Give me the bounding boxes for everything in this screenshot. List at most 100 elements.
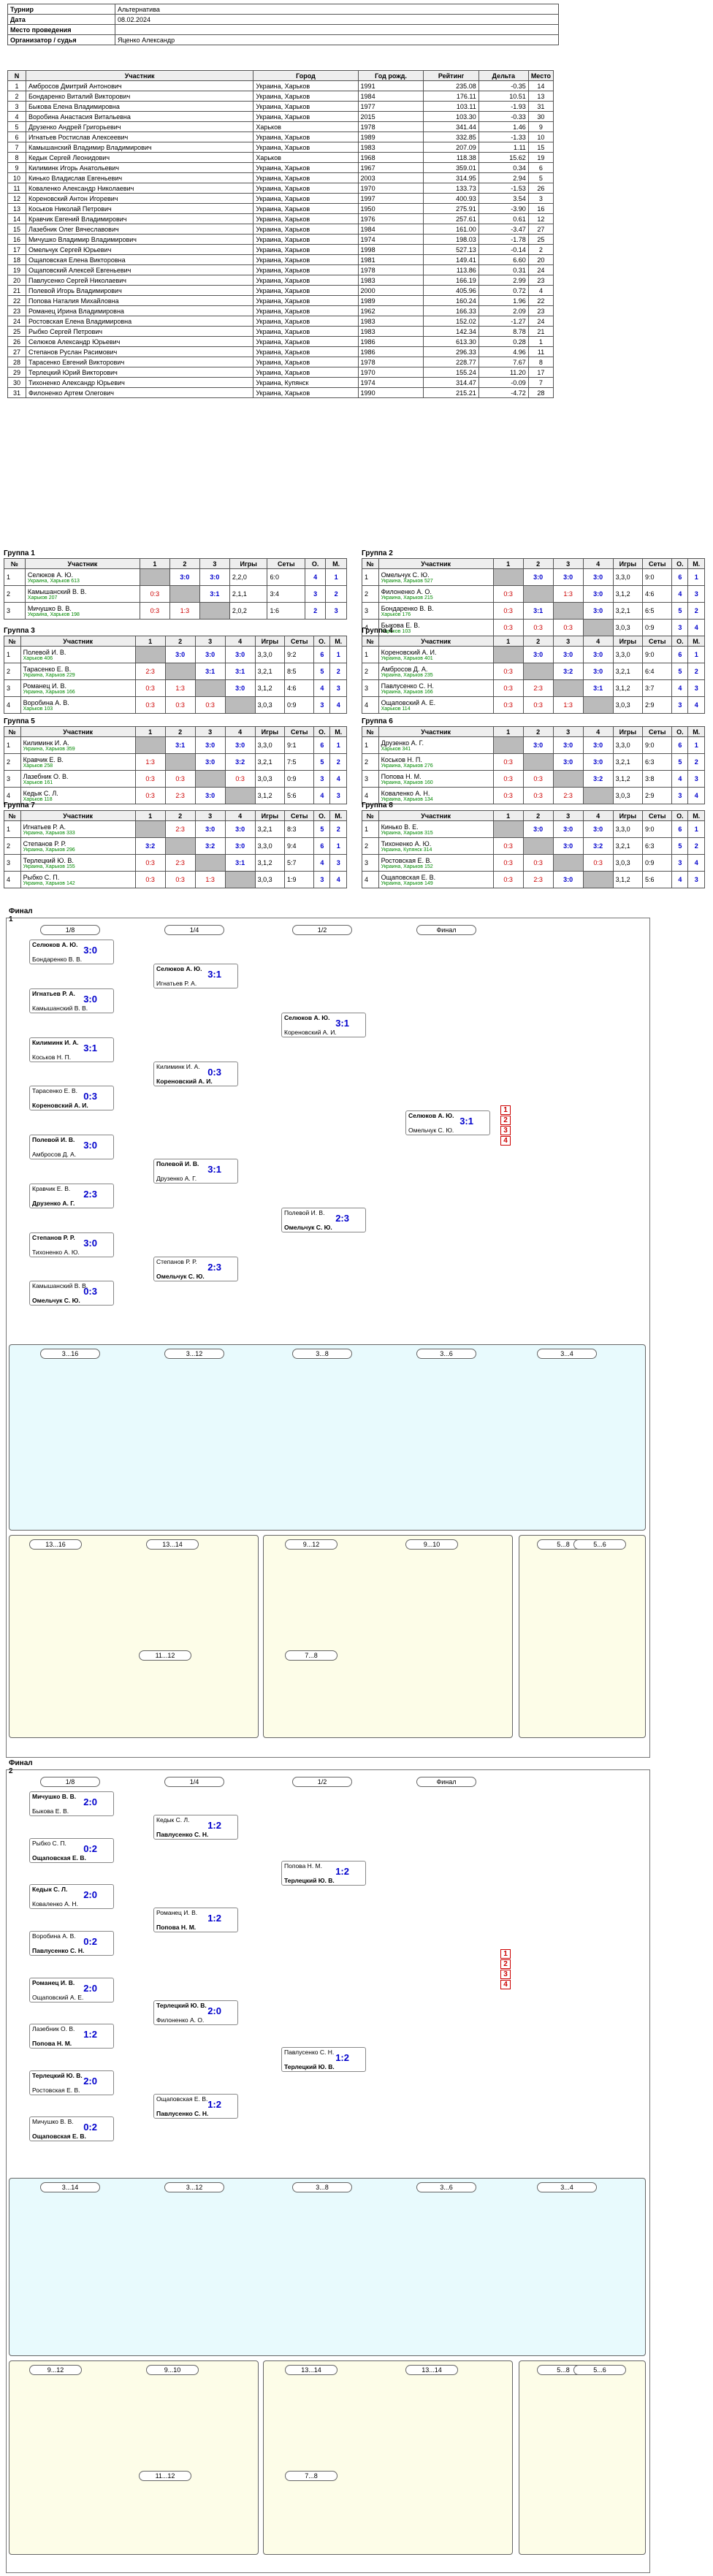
player-cell: Украина, Харьков — [253, 367, 359, 378]
group-player-name: Степанов Р. Р. — [23, 839, 66, 847]
player-cell: -0.09 — [478, 377, 529, 388]
placement-area — [9, 2360, 259, 2555]
player-cell: 1976 — [357, 213, 424, 224]
group-games: 3,1,2 — [612, 871, 644, 888]
group-games: 3,1,2 — [254, 679, 286, 697]
player-cell: 12 — [7, 193, 26, 204]
player-cell: Быкова Елена Владимировна — [25, 101, 254, 112]
group-player: Быкова Е. В.Харьков 103 — [378, 619, 494, 636]
placement-label: 13...16 — [29, 1539, 82, 1550]
group-column-header: 3 — [552, 810, 584, 821]
group-score-cell: 3:0 — [552, 568, 584, 586]
match-player-b: Омельчук С. Ю. — [32, 1297, 80, 1305]
match-player-a: Степанов Р. Р. — [156, 1257, 197, 1265]
group-column-header: 4 — [224, 726, 256, 737]
match-player-a: Ощаповская Е. В. — [156, 2095, 208, 2103]
group-score-cell: 3:2 — [194, 837, 226, 855]
group-score-cell: 0:3 — [164, 770, 196, 788]
column-header: Рейтинг — [423, 70, 479, 81]
group-place: 1 — [325, 568, 347, 586]
group-column-header: № — [4, 726, 21, 737]
player-cell: Украина, Харьков — [253, 295, 359, 306]
bracket-frame — [6, 918, 650, 1758]
group-column-header: 1 — [134, 810, 166, 821]
player-cell: -1.78 — [478, 234, 529, 245]
group-score-cell: 1:3 — [194, 871, 226, 888]
player-cell: -1.93 — [478, 101, 529, 112]
player-cell: 0.34 — [478, 162, 529, 173]
match-score: 2:3 — [335, 1213, 349, 1224]
match-player-a: Рыбко С. П. — [32, 1839, 66, 1847]
group-score-cell: 1:3 — [134, 753, 166, 771]
group-player-num: 2 — [362, 585, 379, 603]
group-points: 3 — [671, 696, 689, 714]
match-player-a: Кедык С. Л. — [156, 1815, 190, 1824]
player-cell: Рыбко Сергей Петрович — [25, 326, 254, 337]
placement-area — [9, 1535, 259, 1738]
player-cell: 103.11 — [423, 101, 479, 112]
player-cell: 17 — [7, 244, 26, 255]
group-score-cell: 3:0 — [522, 820, 554, 838]
group-column-header: Игры — [254, 810, 286, 821]
player-cell: Камышанский Владимир Владимирович — [25, 142, 254, 153]
player-cell: 1990 — [357, 387, 424, 398]
group-games: 3,0,3 — [254, 770, 286, 788]
group-score-cell: 3:0 — [582, 753, 614, 771]
group-player-name: Кравчик Е. В. — [23, 755, 64, 763]
player-cell: 10.51 — [478, 91, 529, 102]
group-score-cell: 0:3 — [522, 854, 554, 872]
player-cell: Украина, Харьков — [253, 111, 359, 122]
group-score-cell: 3:0 — [194, 787, 226, 804]
player-cell: Украина, Харьков — [253, 264, 359, 275]
player-cell: 1989 — [357, 295, 424, 306]
player-cell: 26 — [527, 183, 554, 194]
group-score-cell: 3:0 — [582, 736, 614, 754]
player-cell: Украина, Харьков — [253, 316, 359, 327]
group-player-num: 3 — [362, 854, 379, 872]
group-column-header: 3 — [552, 636, 584, 647]
player-cell: 4.96 — [478, 346, 529, 357]
match-player-b: Амбросов Д. А. — [32, 1151, 77, 1158]
group-column-header: № — [362, 810, 379, 821]
match-player-a: Кравчик Е. В. — [32, 1184, 71, 1192]
consolation-label: 3...8 — [292, 1349, 352, 1359]
group-player-city: Украина, Харьков 215 — [381, 595, 433, 601]
group-place: 1 — [687, 646, 705, 663]
match-score: 1:2 — [83, 2029, 97, 2040]
player-cell: 2015 — [357, 111, 424, 122]
group-games: 3,2,1 — [612, 663, 644, 680]
group-score-cell: 3:1 — [522, 602, 554, 620]
group-sets: 2:9 — [641, 696, 673, 714]
group-games: 3,1,2 — [254, 854, 286, 872]
player-cell: 2000 — [357, 285, 424, 296]
player-cell: 1974 — [357, 234, 424, 245]
group-place: 1 — [329, 837, 347, 855]
group-score-cell: 3:0 — [552, 736, 584, 754]
group-place: 4 — [329, 770, 347, 788]
player-cell: 16 — [7, 234, 26, 245]
group-points: 5 — [313, 820, 331, 838]
match-player-a: Мичушко В. В. — [32, 1793, 77, 1800]
placement-area — [263, 2360, 513, 2555]
group-place: 4 — [329, 696, 347, 714]
group-column-header: Игры — [612, 726, 644, 737]
info-label: Организатор / судья — [7, 34, 115, 45]
group-player-city: Украина, Харьков 613 — [27, 578, 80, 584]
group-place: 1 — [687, 568, 705, 586]
group-place: 1 — [329, 736, 347, 754]
group-score-cell: 1:3 — [169, 602, 200, 620]
round-label: 1/8 — [40, 1777, 100, 1787]
player-cell: Романец Ирина Владимировна — [25, 305, 254, 316]
match-player-b: Попова Н. М. — [32, 2040, 72, 2048]
final-place: 3 — [500, 1970, 511, 1980]
player-cell: 28 — [7, 357, 26, 367]
group-column-header: Участник — [20, 810, 136, 821]
group-title: Группа 4 — [362, 627, 393, 635]
